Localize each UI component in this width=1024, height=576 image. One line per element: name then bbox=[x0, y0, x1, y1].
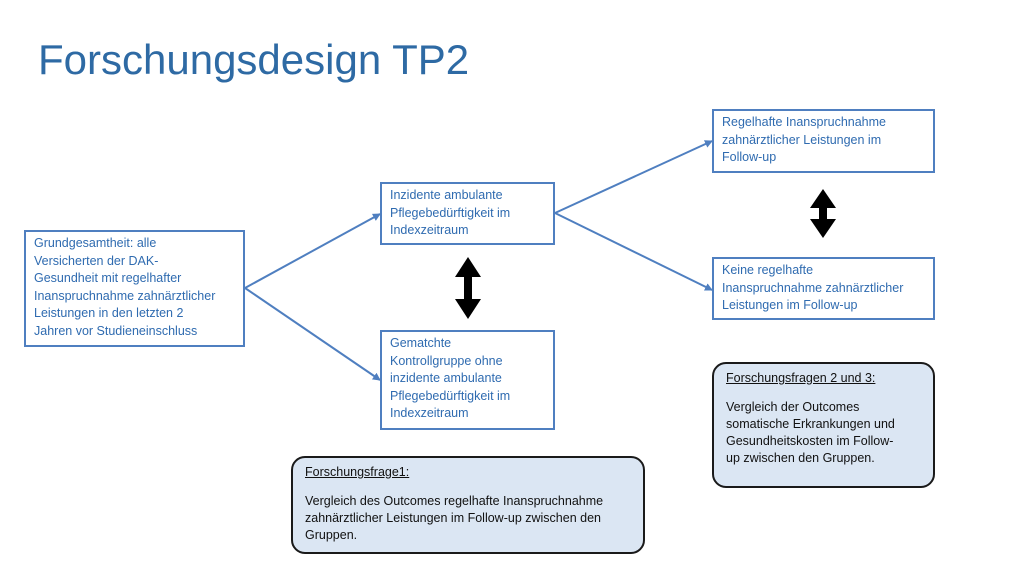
regular-utilization-box: Regelhafte Inanspruchnahme zahnärztliche… bbox=[712, 109, 935, 173]
incident-care-text: Inzidente ambulante Pflegebedürftigkeit … bbox=[390, 188, 511, 237]
population-text: Grundgesamtheit: alle Versicherten der D… bbox=[34, 236, 216, 338]
research-questions-2-3-box: Forschungsfragen 2 und 3: Vergleich der … bbox=[712, 362, 935, 488]
research-question-1-heading: Forschungsfrage1: bbox=[305, 465, 410, 479]
research-questions-2-3-heading: Forschungsfragen 2 und 3: bbox=[726, 371, 876, 385]
no-regular-utilization-text: Keine regelhafte Inanspruchnahme zahnärz… bbox=[722, 263, 904, 312]
regular-utilization-text: Regelhafte Inanspruchnahme zahnärztliche… bbox=[722, 115, 887, 164]
control-group-box: Gematchte Kontrollgruppe ohne inzidente … bbox=[380, 330, 555, 430]
no-regular-utilization-box: Keine regelhafte Inanspruchnahme zahnärz… bbox=[712, 257, 935, 320]
arrow-to-regular bbox=[554, 140, 713, 214]
research-question-1-text: Vergleich des Outcomes regelhafte Inansp… bbox=[305, 494, 604, 542]
control-group-text: Gematchte Kontrollgruppe ohne inzidente … bbox=[390, 336, 511, 420]
slide-title: Forschungsdesign TP2 bbox=[38, 36, 470, 83]
comparison-arrow-left bbox=[455, 257, 481, 319]
research-question-1-box: Forschungsfrage1: Vergleich des Outcomes… bbox=[291, 456, 645, 554]
comparison-arrow-right bbox=[810, 189, 836, 238]
incident-care-box: Inzidente ambulante Pflegebedürftigkeit … bbox=[380, 182, 555, 245]
arrow-to-control bbox=[244, 287, 381, 381]
arrow-to-no-regular bbox=[554, 212, 713, 291]
research-questions-2-3-text: Vergleich der Outcomes somatische Erkran… bbox=[726, 400, 895, 465]
arrow-to-incident bbox=[244, 213, 381, 289]
population-box: Grundgesamtheit: alle Versicherten der D… bbox=[24, 230, 245, 347]
